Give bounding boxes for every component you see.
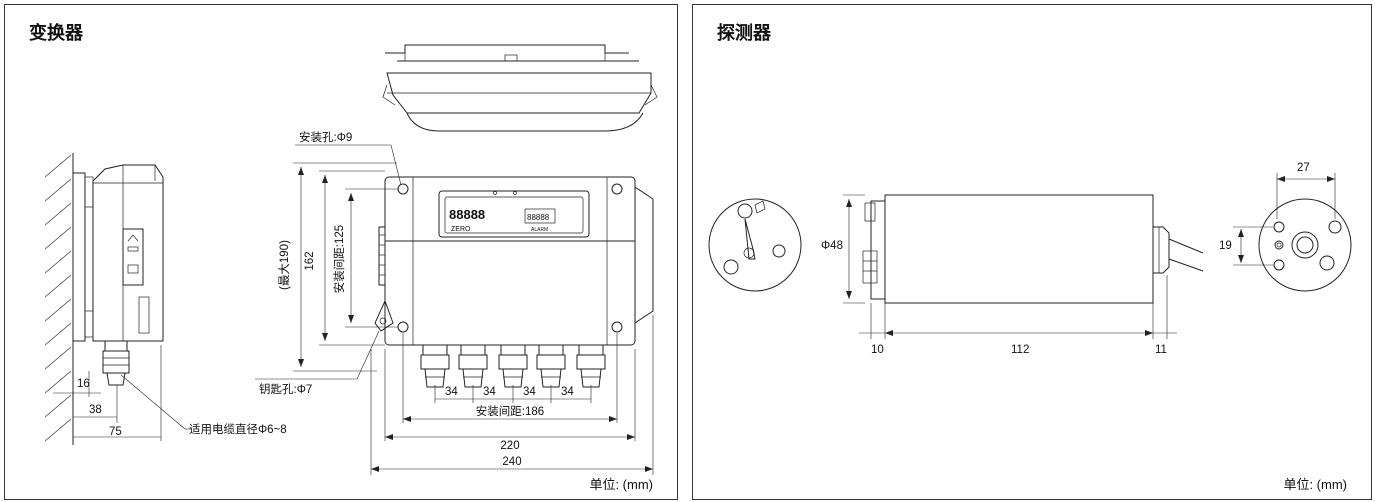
detector-end-view-left	[708, 198, 802, 292]
dim-length-112: 112	[1011, 344, 1029, 356]
dim-gap-3: 34	[523, 386, 536, 398]
mount-hole-label: 安装孔:Φ9	[299, 130, 352, 144]
cable-glands	[420, 344, 606, 388]
display-digits-main: 88888	[449, 207, 485, 222]
detector-end-view-right	[1258, 198, 1352, 292]
dim-38: 38	[89, 404, 102, 416]
dim-gap-1: 34	[445, 386, 458, 398]
cable-diameter-label: 适用电缆直径Φ6~8	[189, 422, 287, 436]
cable-gland-1	[420, 344, 450, 388]
dim-mount-pitch-horizontal: 安装间距:186	[476, 404, 544, 418]
display-alarm: ALARM	[531, 227, 548, 233]
converter-drawing: 16 38 75 适用电缆直径Φ6~8	[44, 44, 658, 475]
converter-title: 变换器	[29, 23, 83, 43]
converter-panel: 变换器 单位: (mm)	[4, 4, 678, 500]
detector-unit-note: 单位: (mm)	[1283, 477, 1347, 492]
dim-27: 27	[1297, 162, 1310, 174]
detector-side-dimensions	[843, 194, 1177, 339]
dim-gap-4: 34	[561, 386, 574, 398]
dim-width-220: 220	[500, 440, 519, 452]
display-digits-secondary: 88888	[527, 213, 550, 222]
dim-height-162: 162	[304, 251, 316, 270]
converter-top-view	[382, 44, 658, 132]
detector-drawing: Φ48 10 112 11 27	[708, 162, 1352, 356]
dim-max-height: (最大190)	[277, 240, 291, 290]
dim-gap-2: 34	[483, 386, 496, 398]
converter-unit-note: 单位: (mm)	[589, 477, 653, 492]
side-dimensions	[53, 345, 191, 441]
wall-hatch	[44, 153, 74, 445]
dim-length-10: 10	[871, 344, 884, 356]
front-horizontal-dimensions	[370, 315, 654, 475]
dim-mount-pitch-vertical: 安装间距:125	[332, 225, 346, 293]
display-zero: ZERO	[451, 226, 471, 233]
detector-panel: 探测器 单位: (mm)	[692, 4, 1372, 500]
detector-side-view	[862, 194, 1204, 304]
dim-75: 75	[109, 426, 122, 438]
key-hole-label: 钥匙孔:Φ7	[259, 382, 312, 396]
front-vertical-dimensions	[293, 162, 399, 372]
dim-19: 19	[1219, 240, 1232, 252]
dim-width-240: 240	[502, 456, 521, 468]
cable-gland-4	[536, 344, 566, 388]
detector-title: 探测器	[717, 23, 771, 43]
converter-side-view	[72, 164, 164, 386]
dim-16: 16	[77, 378, 90, 390]
cable-gland-5	[576, 344, 606, 388]
cable-gland-2	[458, 344, 488, 388]
converter-front-view	[374, 176, 654, 346]
dim-length-11: 11	[1155, 344, 1167, 356]
detector-end-dimensions	[1233, 173, 1336, 266]
dim-diameter-48: Φ48	[821, 240, 843, 252]
cable-gland-3	[498, 344, 528, 388]
